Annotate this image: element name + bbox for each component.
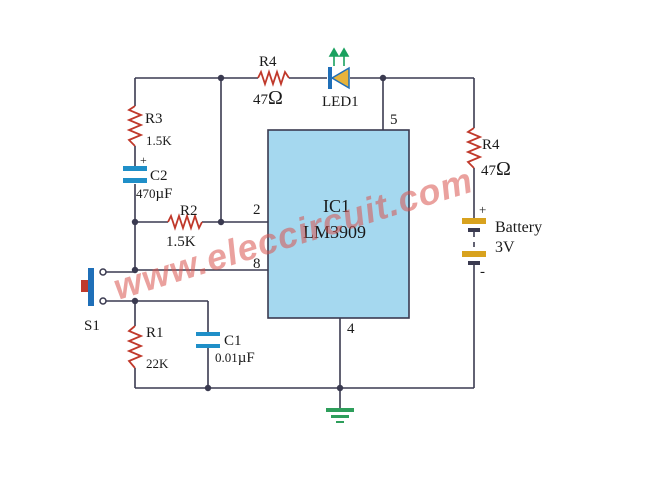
ic1: IC1 LM3909 2 8 5 4 [253,112,410,337]
ic1-body [267,129,410,319]
ic1-pin-8: 8 [253,256,261,272]
r3-value: 1.5K [146,133,172,148]
resistor-r2-zigzag [167,213,203,231]
battery: + - Battery 3V [462,202,542,280]
resistor-r4-right-zigzag [465,127,483,169]
ground-symbol [326,408,354,423]
resistor-r3-zigzag [126,105,144,147]
battery-voltage: 3V [495,239,515,256]
battery-plate-long-top [462,218,486,224]
led1-light-arrows [328,47,350,66]
c2-name: C2 [150,168,168,184]
ic1-pin-5: 5 [390,112,398,128]
capacitor-c2: + C2 470µF [123,153,173,202]
c1-name: C1 [224,333,242,349]
c2-value: 470µF [136,186,173,202]
r4-right-name: R4 [482,137,500,153]
c2-polarity: + [140,153,147,167]
battery-plate-short-top [468,228,480,232]
battery-plate-short-bottom [468,261,480,265]
resistor-r2: R2 1.5K [166,203,203,250]
resistor-r4-top: R4 47Ω [253,54,290,109]
capacitor-c1: C1 0.01µF [196,332,255,366]
r1-name: R1 [146,325,164,341]
r4-top-name: R4 [259,54,277,70]
s1-contact-lower [99,297,107,305]
r1-value: 22K [146,356,169,371]
c2-plate-bottom [123,178,147,183]
resistor-r4-top-zigzag [257,69,290,87]
s1-actuator [88,268,94,306]
s1-contact-upper [99,268,107,276]
r4-right-value: 47Ω [481,158,511,180]
c2-plate-top [123,166,147,171]
r3-name: R3 [145,111,163,127]
ic1-part: LM3909 [303,222,366,242]
battery-minus: - [480,264,485,280]
junction-dots [131,74,387,392]
switch-s1: S1 [81,268,135,334]
resistor-r4-right: R4 47Ω [465,127,511,180]
led1-bar [328,67,332,89]
ic1-pin-4: 4 [347,321,355,337]
battery-name: Battery [495,219,542,236]
resistor-r1: R1 22K [126,325,169,371]
ic1-name: IC1 [323,196,350,216]
ic1-pin-2: 2 [253,202,261,218]
resistor-r3: R3 1.5K [126,105,172,148]
battery-plate-long-bottom [462,251,486,257]
s1-name: S1 [84,318,100,334]
r2-value: 1.5K [166,234,196,250]
resistor-r1-zigzag [126,325,144,369]
c1-value: 0.01µF [215,350,255,366]
led1-triangle [330,66,350,90]
battery-plus: + [479,202,486,217]
c1-plate-top [196,332,220,336]
r2-name: R2 [180,203,198,219]
led1-name: LED1 [322,94,359,110]
r4-top-value: 47Ω [253,87,283,109]
s1-button [81,280,88,292]
wires [102,77,475,408]
led1: LED1 [322,47,359,110]
c1-plate-bottom [196,344,220,348]
